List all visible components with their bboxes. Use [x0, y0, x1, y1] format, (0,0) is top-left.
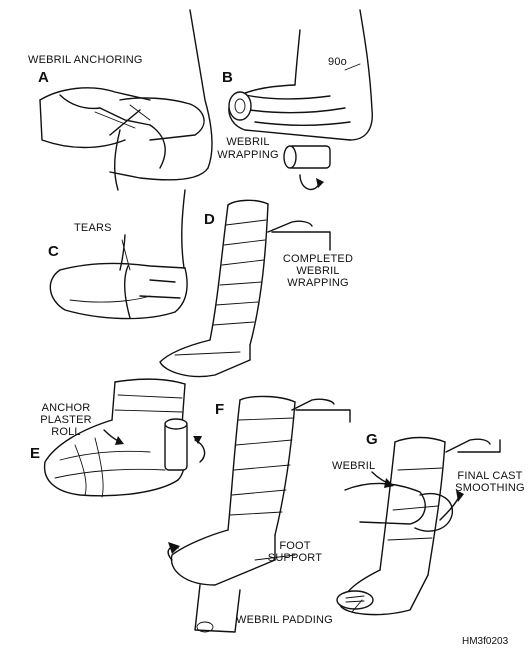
- panel-d-letter: D: [204, 211, 215, 228]
- webril-anchoring-label: WEBRIL ANCHORING: [28, 54, 143, 66]
- completed-webril-wrapping-line2: WEBRIL: [296, 265, 340, 277]
- completed-webril-wrapping-line3: WRAPPING: [287, 277, 349, 289]
- panel-a-letter: A: [38, 69, 49, 86]
- webril-label: WEBRIL: [332, 460, 376, 472]
- ninety-degree-label: 90o: [328, 56, 347, 68]
- tears-label: TEARS: [74, 222, 112, 234]
- foot-support-line1: FOOT: [279, 540, 311, 552]
- panel-g-drawing: [336, 436, 501, 616]
- final-cast-smoothing-line1: FINAL CAST: [457, 470, 523, 482]
- webril-padding-label: WEBRIL PADDING: [236, 614, 333, 626]
- anchor-plaster-roll-line1: ANCHOR: [41, 402, 91, 414]
- webril-wrapping-label-line1: WEBRIL: [226, 136, 270, 148]
- figure-id: HM3f0203: [462, 636, 509, 647]
- panel-f-drawing: [167, 395, 351, 633]
- panel-a-drawing: [39, 9, 213, 191]
- foot-support-line2: SUPPORT: [267, 552, 323, 564]
- panel-b-drawing: [228, 9, 373, 191]
- webril-wrapping-label-line2: WRAPPING: [217, 149, 279, 161]
- anchor-plaster-roll-line2: PLASTER: [40, 414, 92, 426]
- panel-b-letter: B: [222, 69, 233, 86]
- final-cast-smoothing-line2: SMOOTHING: [455, 482, 525, 494]
- panel-c-letter: C: [48, 243, 59, 260]
- panel-e-drawing: [43, 378, 206, 498]
- panel-e-letter: E: [30, 445, 41, 462]
- panel-g-letter: G: [366, 431, 378, 448]
- panel-c-drawing: [49, 189, 188, 320]
- panel-f-letter: F: [215, 401, 225, 418]
- anchor-plaster-roll-line3: ROLL: [51, 426, 81, 438]
- completed-webril-wrapping-line1: COMPLETED: [282, 253, 354, 265]
- panel-d-drawing: [159, 199, 331, 378]
